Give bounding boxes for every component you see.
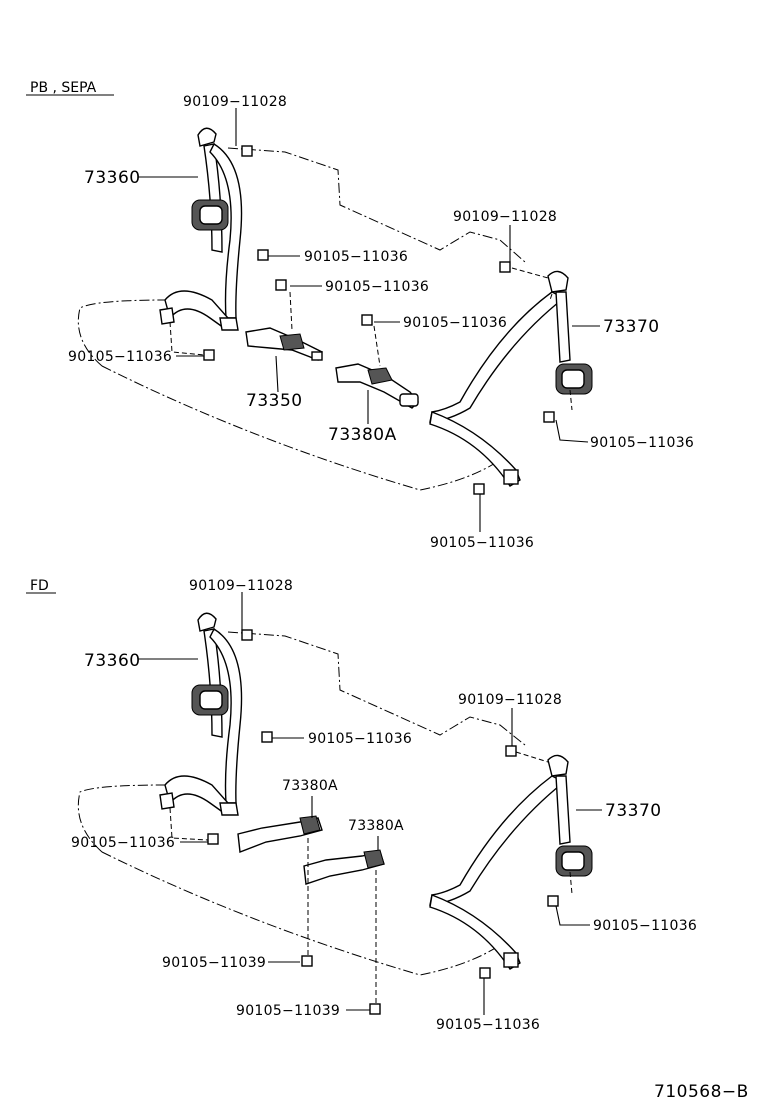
label-bolt-mid: 90105−11036 [304, 249, 408, 265]
label-bolt-lower-b: 90105−11039 [236, 1003, 340, 1019]
label-bolt-top-right: 90109−11028 [458, 692, 562, 708]
label-bolt-top-right: 90109−11028 [453, 209, 557, 225]
buckle-73380a-lower [303, 849, 385, 885]
label-bolt-top-left: 90109−11028 [183, 94, 287, 110]
bolt-icon [369, 1003, 381, 1015]
bolts [207, 629, 559, 1015]
label-buckle-a: 73350 [246, 391, 303, 411]
bolt-icon [207, 833, 219, 845]
left-retractor-assembly [159, 612, 243, 816]
label-buckle-b: 73380A [328, 425, 397, 445]
section-pb-sepa: PB , SEPA [26, 80, 694, 551]
bolt-icon [543, 411, 555, 423]
label-bolt-top-left: 90109−11028 [189, 578, 293, 594]
seat-outline [77, 631, 526, 976]
buckle-73380a [335, 363, 419, 409]
bolt-icon [499, 261, 511, 273]
label-bolt-bottom: 90105−11036 [430, 535, 534, 551]
label-bolt-left: 90105−11036 [71, 835, 175, 851]
label-buckle-a: 73380A [282, 778, 338, 794]
label-bolt-left: 90105−11036 [68, 349, 172, 365]
bolt-icon [241, 629, 253, 641]
label-bolt-bottom: 90105−11036 [436, 1017, 540, 1033]
label-retractor-right: 73370 [605, 801, 662, 821]
bolt-icon [547, 895, 559, 907]
label-bolt-lower-a: 90105−11039 [162, 955, 266, 971]
label-bolt-mid: 90105−11036 [308, 731, 412, 747]
section-fd: FD [26, 578, 697, 1033]
buckle-73380a-upper [237, 815, 323, 853]
bolt-icon [301, 955, 313, 967]
label-retractor-left: 73360 [84, 168, 141, 188]
label-retractor-left: 73360 [84, 651, 141, 671]
seat-outline [77, 147, 526, 491]
label-bolt-mid3: 90105−11036 [403, 315, 507, 331]
bolt-icon [275, 279, 287, 291]
left-retractor-assembly [159, 127, 243, 331]
right-retractor-assembly [429, 754, 593, 970]
bolts [203, 145, 555, 495]
label-bolt-mid2: 90105−11036 [325, 279, 429, 295]
label-buckle-b: 73380A [348, 818, 404, 834]
bolt-icon [505, 745, 517, 757]
buckle-73350 [245, 327, 323, 361]
bolt-icon [473, 483, 485, 495]
label-bolt-right: 90105−11036 [590, 435, 694, 451]
bolt-icon [203, 349, 215, 361]
bolt-icon [261, 731, 273, 743]
section-title-fd: FD [30, 578, 49, 594]
bolt-icon [241, 145, 253, 157]
bolt-icon [257, 249, 269, 261]
label-retractor-right: 73370 [603, 317, 660, 337]
bolt-icon [479, 967, 491, 979]
section-title-pb-sepa: PB , SEPA [30, 80, 97, 96]
figure-id: 710568−B [654, 1082, 749, 1102]
bolt-icon [361, 314, 373, 326]
label-bolt-right: 90105−11036 [593, 918, 697, 934]
right-retractor-assembly [429, 270, 593, 487]
